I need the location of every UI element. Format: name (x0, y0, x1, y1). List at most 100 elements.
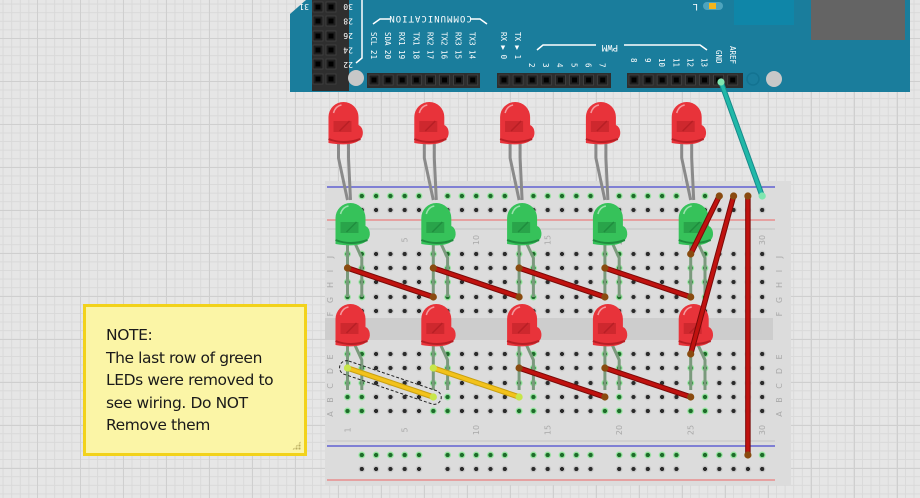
breadboard-hole[interactable] (529, 407, 538, 415)
led-red-lower[interactable] (420, 304, 456, 347)
breadboard-hole[interactable] (544, 250, 552, 258)
breadboard-hole[interactable] (486, 364, 495, 372)
breadboard-hole[interactable] (486, 407, 495, 415)
rail-hole[interactable] (558, 451, 566, 459)
breadboard-hole[interactable] (458, 350, 466, 358)
breadboard-hole[interactable] (644, 293, 652, 301)
wire-red-3[interactable] (515, 264, 609, 301)
breadboard-hole[interactable] (372, 393, 380, 401)
rail-hole[interactable] (558, 465, 566, 473)
wire-red-1[interactable] (343, 264, 437, 301)
breadboard-hole[interactable] (629, 307, 638, 315)
wire-red-7[interactable] (687, 192, 723, 258)
rail-hole[interactable] (501, 451, 509, 459)
breadboard-hole[interactable] (629, 407, 638, 415)
breadboard-hole[interactable] (472, 350, 480, 358)
breadboard-hole[interactable] (358, 407, 366, 415)
wire-endpoint[interactable] (601, 364, 609, 372)
breadboard-hole[interactable] (672, 379, 681, 387)
breadboard-hole[interactable] (544, 364, 552, 372)
header-pin[interactable] (628, 74, 640, 86)
rail-hole[interactable] (372, 206, 380, 214)
rail-hole[interactable] (415, 465, 423, 473)
rail-hole[interactable] (658, 206, 666, 214)
header-pin[interactable] (312, 15, 324, 27)
wire-endpoint[interactable] (758, 192, 766, 200)
breadboard-hole[interactable] (444, 393, 452, 401)
wire-endpoint[interactable] (429, 364, 437, 372)
wire-endpoint[interactable] (687, 293, 695, 301)
rail-hole[interactable] (501, 192, 509, 200)
header-pin[interactable] (670, 74, 682, 86)
rail-hole[interactable] (358, 451, 366, 459)
breadboard-hole[interactable] (558, 264, 566, 272)
rail-hole[interactable] (587, 465, 595, 473)
rail-hole[interactable] (415, 192, 423, 200)
wire-red-6[interactable] (601, 364, 695, 401)
breadboard-hole[interactable] (730, 364, 738, 372)
header-pin[interactable] (312, 30, 324, 42)
breadboard-hole[interactable] (701, 393, 709, 401)
header-pin[interactable] (382, 74, 394, 86)
header-pin[interactable] (498, 74, 510, 86)
rail-hole[interactable] (730, 465, 738, 473)
breadboard-hole[interactable] (601, 407, 609, 415)
rail-hole[interactable] (544, 206, 552, 214)
rail-hole[interactable] (658, 451, 666, 459)
breadboard-hole[interactable] (444, 407, 452, 415)
breadboard-hole[interactable] (658, 278, 666, 286)
rail-hole[interactable] (587, 206, 595, 214)
rail-hole[interactable] (472, 451, 480, 459)
breadboard-hole[interactable] (758, 264, 766, 272)
rail-hole[interactable] (458, 451, 466, 459)
breadboard-hole[interactable] (501, 407, 509, 415)
wire-red-8[interactable] (687, 192, 738, 358)
breadboard-hole[interactable] (472, 264, 480, 272)
breadboard-hole[interactable] (486, 278, 495, 286)
breadboard-hole[interactable] (644, 407, 652, 415)
breadboard-hole[interactable] (629, 293, 638, 301)
breadboard-hole[interactable] (672, 350, 681, 358)
led-red-top[interactable] (499, 102, 535, 145)
header-pin[interactable] (325, 73, 337, 85)
breadboard-hole[interactable] (458, 364, 466, 372)
rail-hole[interactable] (544, 192, 552, 200)
header-pin[interactable] (727, 74, 739, 86)
rail-hole[interactable] (658, 465, 666, 473)
breadboard-hole[interactable] (715, 379, 723, 387)
wire-endpoint[interactable] (515, 293, 523, 301)
led-red-lower[interactable] (335, 304, 370, 347)
rail-hole[interactable] (629, 192, 638, 200)
led-red-lower[interactable] (506, 304, 542, 347)
wire-endpoint[interactable] (730, 192, 738, 200)
wire-endpoint[interactable] (343, 364, 352, 372)
wire-endpoint[interactable] (601, 293, 609, 301)
header-pin[interactable] (583, 74, 594, 86)
wire-endpoint[interactable] (715, 192, 723, 200)
breadboard-hole[interactable] (501, 379, 509, 387)
rail-hole[interactable] (672, 206, 681, 214)
rail-hole[interactable] (644, 192, 652, 200)
rail-hole[interactable] (544, 465, 552, 473)
breadboard-hole[interactable] (672, 250, 681, 258)
wire-endpoint[interactable] (687, 393, 695, 401)
breadboard-hole[interactable] (401, 264, 409, 272)
breadboard-hole[interactable] (615, 407, 623, 415)
led-green[interactable] (420, 203, 456, 246)
breadboard-hole[interactable] (572, 407, 580, 415)
breadboard-hole[interactable] (386, 250, 394, 258)
header-pin[interactable] (685, 74, 696, 86)
rail-hole[interactable] (386, 451, 394, 459)
breadboard-hole[interactable] (658, 250, 666, 258)
rail-hole[interactable] (472, 192, 480, 200)
breadboard-hole[interactable] (644, 250, 652, 258)
breadboard-hole[interactable] (730, 407, 738, 415)
rail-hole[interactable] (672, 192, 681, 200)
breadboard-hole[interactable] (544, 307, 552, 315)
breadboard-hole[interactable] (529, 393, 538, 401)
breadboard-hole[interactable] (629, 350, 638, 358)
wire-endpoint[interactable] (515, 264, 523, 272)
rail-hole[interactable] (486, 451, 495, 459)
breadboard-hole[interactable] (386, 364, 394, 372)
rail-hole[interactable] (458, 206, 466, 214)
